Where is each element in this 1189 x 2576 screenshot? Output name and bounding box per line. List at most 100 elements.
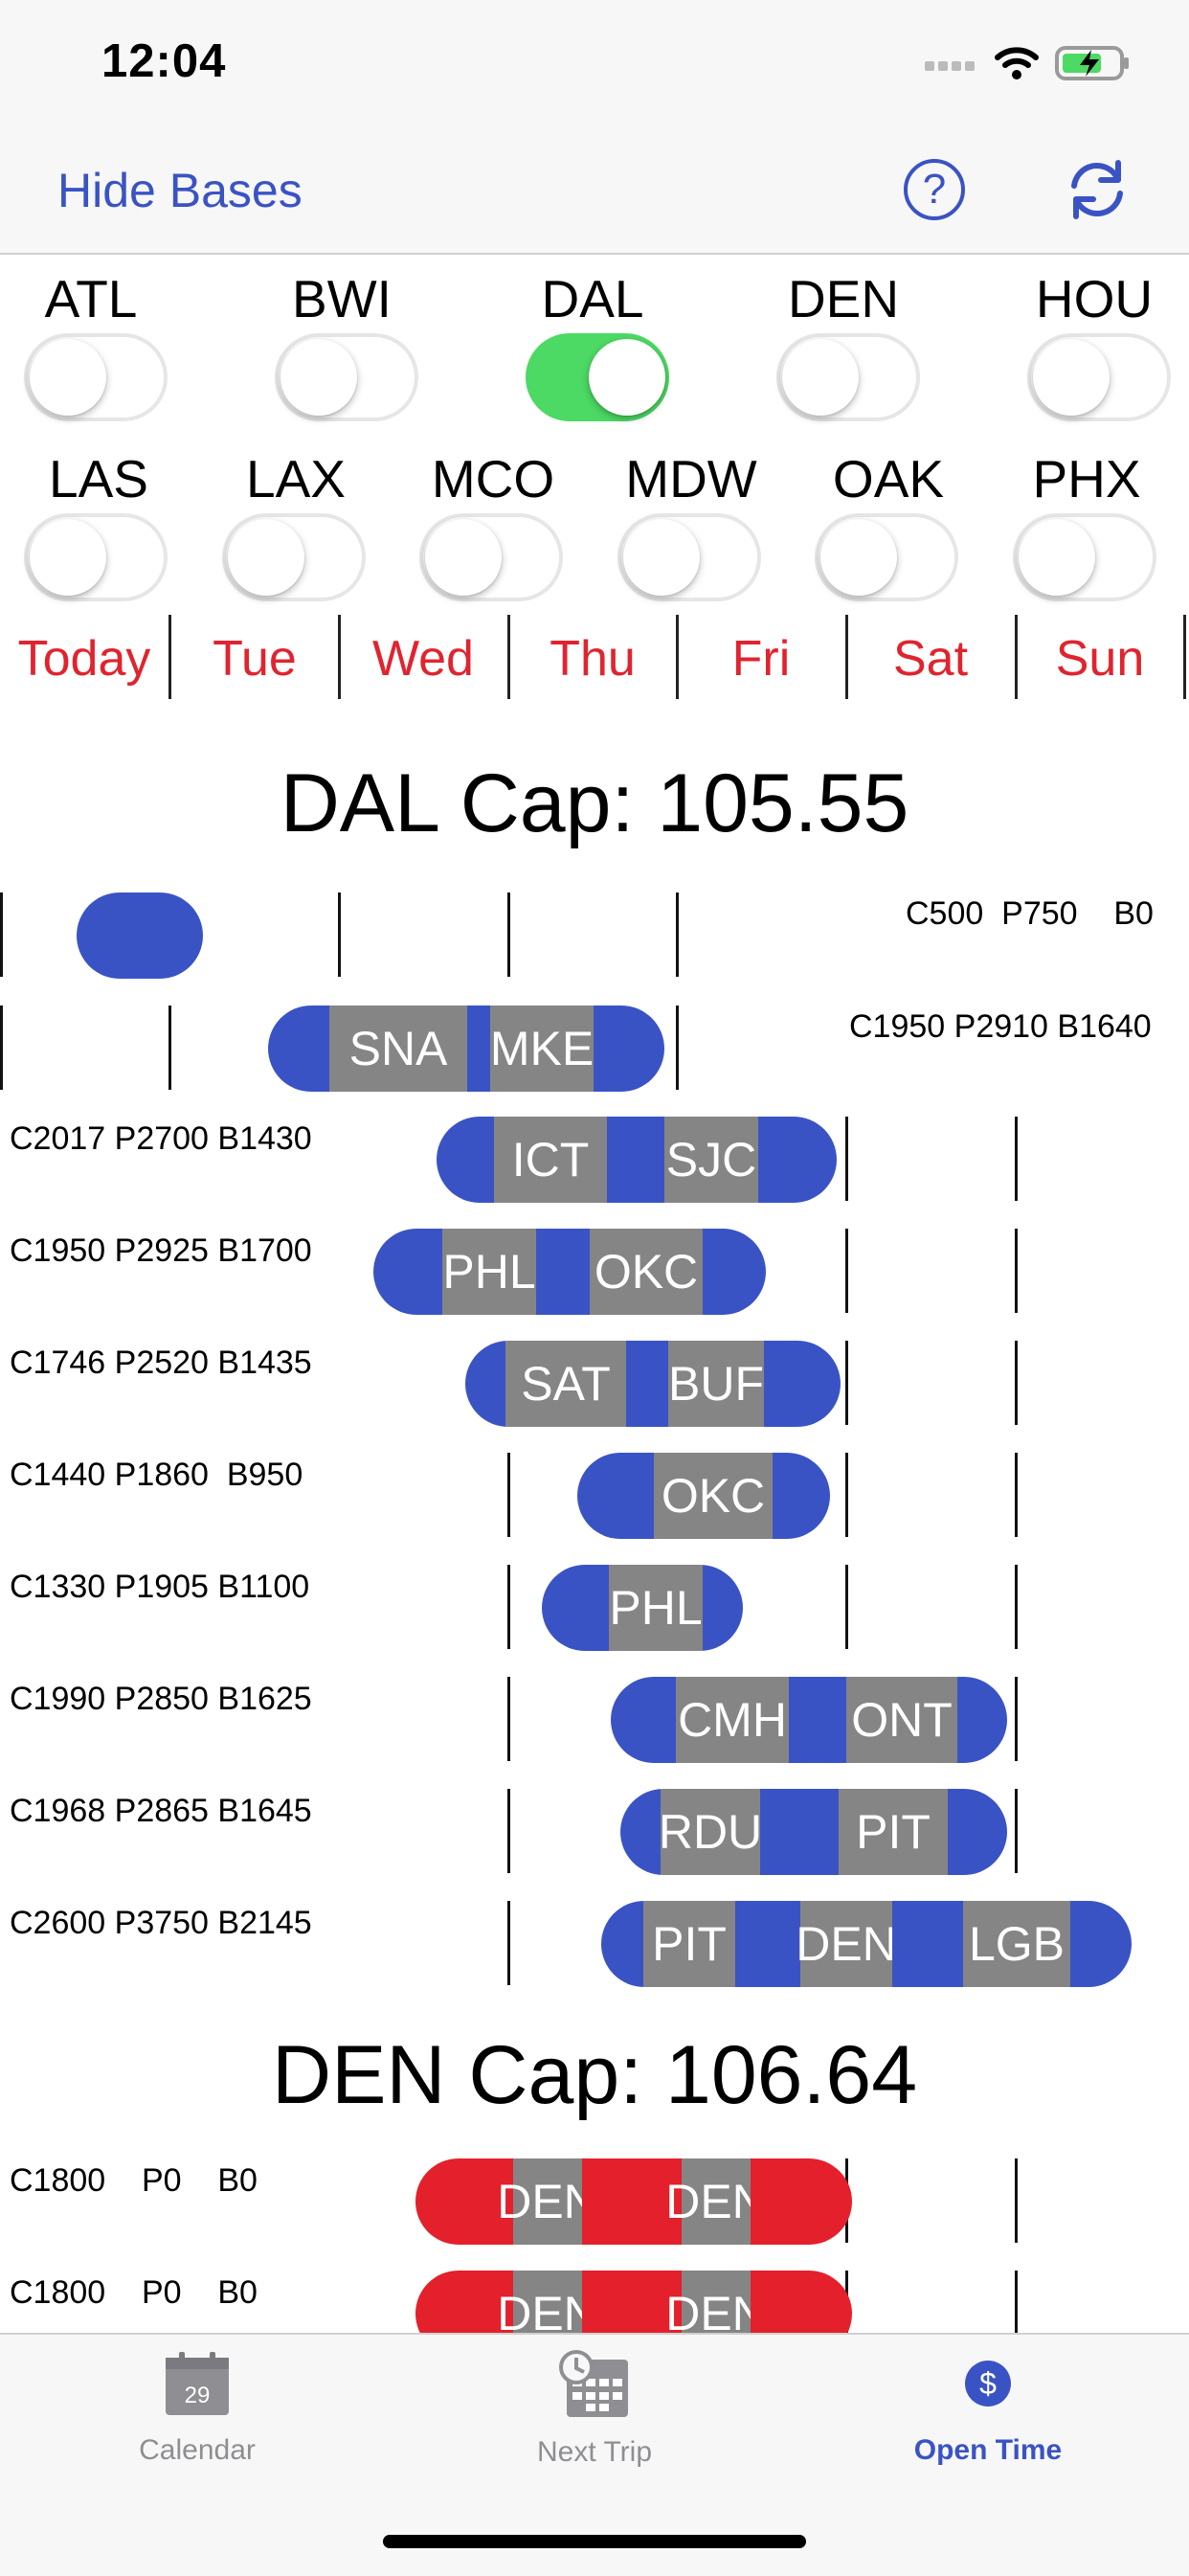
battery-charging-icon [1055, 46, 1129, 80]
day-gridline [845, 1453, 848, 1537]
tab-next-trip[interactable]: Next Trip [451, 2348, 738, 2469]
den-cap-title: DEN Cap: 106.64 [271, 2029, 918, 2121]
day-divider [845, 615, 848, 699]
base-label-atl: ATL [44, 269, 138, 328]
day-divider [338, 615, 341, 699]
day-gridline [1015, 1789, 1018, 1873]
status-icons [925, 42, 1132, 84]
trip-bar[interactable] [77, 893, 203, 979]
calendar-icon: 29 [166, 2352, 229, 2415]
trip-bar[interactable]: PHL [542, 1565, 743, 1651]
nav-bar [0, 134, 1189, 255]
wifi-icon [995, 47, 1039, 79]
calendar-clock-icon [559, 2350, 628, 2417]
tab-open-time[interactable]: $ Open Time [844, 2348, 1132, 2467]
trip-segment: MKE [490, 1006, 594, 1092]
trip-credit-label: C1950 P2910 B1640 [849, 1008, 1152, 1045]
base-label-den: DEN [787, 269, 900, 328]
trip-segment: PHL [609, 1565, 703, 1651]
base-toggle-den[interactable] [776, 333, 920, 421]
base-toggle-bwi[interactable] [275, 333, 418, 421]
signal-icon [925, 61, 975, 71]
trip-segment: RDU [659, 1789, 762, 1875]
trip-segment: PIT [643, 1901, 735, 1987]
trip-segment: DEN [665, 2158, 767, 2245]
day-wed: Wed [372, 631, 474, 687]
trip-segment: CMH [676, 1677, 789, 1763]
trip-bar[interactable]: SAT BUF [465, 1341, 841, 1427]
base-label-hou: HOU [1035, 269, 1154, 328]
reserve-bar[interactable]: DEN DEN [415, 2158, 852, 2245]
day-tue: Tue [213, 631, 297, 687]
day-today: Today [17, 631, 151, 687]
day-gridline [1015, 2271, 1018, 2333]
tab-next-trip-label: Next Trip [536, 2436, 653, 2468]
trip-bar[interactable]: SNA MKE [268, 1006, 664, 1092]
day-gridline [507, 1677, 510, 1761]
base-toggle-hou[interactable] [1027, 333, 1171, 421]
trip-credit-label: C1968 P2865 B1645 [10, 1793, 312, 1829]
refresh-icon[interactable] [1063, 155, 1132, 224]
trip-segment: PHL [442, 1229, 536, 1315]
trip-segment: SJC [664, 1117, 758, 1203]
trip-segment: DEN [497, 2158, 598, 2245]
day-gridline [1015, 1677, 1018, 1761]
base-toggle-lax[interactable] [222, 513, 366, 601]
trip-bar[interactable]: CMH ONT [611, 1677, 1007, 1763]
day-gridline [1015, 1453, 1018, 1537]
trip-segment: OKC [654, 1453, 773, 1539]
day-gridline [845, 1117, 848, 1201]
base-toggle-mdw[interactable] [617, 513, 761, 601]
day-sat: Sat [892, 631, 969, 687]
day-gridline [507, 1789, 510, 1873]
day-gridline [1015, 2158, 1018, 2243]
hide-bases-button[interactable]: Hide Bases [57, 164, 303, 217]
dal-cap-title: DAL Cap: 105.55 [280, 757, 909, 849]
base-toggle-atl[interactable] [24, 333, 168, 421]
trip-credit-label: C1990 P2850 B1625 [10, 1681, 312, 1717]
base-label-lax: LAX [246, 449, 346, 508]
base-toggle-phx[interactable] [1013, 513, 1156, 601]
base-toggle-dal[interactable] [526, 333, 669, 421]
day-divider [168, 615, 171, 699]
day-gridline [0, 1006, 3, 1090]
trip-segment: DEN [796, 1901, 897, 1987]
trip-segment: BUF [668, 1341, 764, 1427]
trip-credit-label: C1746 P2520 B1435 [10, 1344, 312, 1381]
trip-bar[interactable]: RDU PIT [620, 1789, 1007, 1875]
trip-segment [77, 893, 203, 979]
day-thu: Thu [550, 631, 636, 687]
tab-calendar-label: Calendar [139, 2434, 256, 2466]
base-label-dal: DAL [541, 269, 644, 328]
base-toggle-las[interactable] [24, 513, 168, 601]
trip-bar[interactable]: PIT DEN LGB [601, 1901, 1132, 1987]
status-bar [0, 0, 1189, 134]
day-gridline [1015, 1565, 1018, 1649]
trip-bar[interactable]: PHL OKC [373, 1229, 766, 1315]
trip-segment: PIT [839, 1789, 948, 1875]
tab-calendar[interactable]: 29 Calendar [54, 2348, 341, 2467]
trip-segment: ONT [846, 1677, 957, 1763]
dollar-icon: $ [965, 2361, 1011, 2407]
tab-open-time-label: Open Time [913, 2434, 1063, 2466]
day-gridline [1015, 1341, 1018, 1425]
trip-credit-label: C500 P750 B0 [906, 895, 1154, 932]
trip-bar[interactable]: ICT SJC [437, 1117, 837, 1203]
help-icon[interactable]: ? [904, 159, 965, 220]
trip-segment: SAT [505, 1341, 626, 1427]
day-divider [507, 615, 510, 699]
trip-segment: LGB [963, 1901, 1070, 1987]
trip-credit-label: C2600 P3750 B2145 [10, 1905, 312, 1941]
trip-segment: ICT [494, 1117, 607, 1203]
trip-credit-label: C1330 P1905 B1100 [10, 1569, 310, 1605]
base-toggle-oak[interactable] [815, 513, 958, 601]
day-gridline [507, 1565, 510, 1649]
base-label-oak: OAK [832, 449, 945, 508]
trip-bar[interactable]: OKC [577, 1453, 830, 1539]
day-gridline [0, 893, 3, 977]
day-gridline [676, 893, 679, 977]
base-toggle-mco[interactable] [419, 513, 563, 601]
day-gridline [1015, 1117, 1018, 1201]
trip-segment: OKC [590, 1229, 703, 1315]
trip-credit-label: C2017 P2700 B1430 [10, 1120, 312, 1157]
